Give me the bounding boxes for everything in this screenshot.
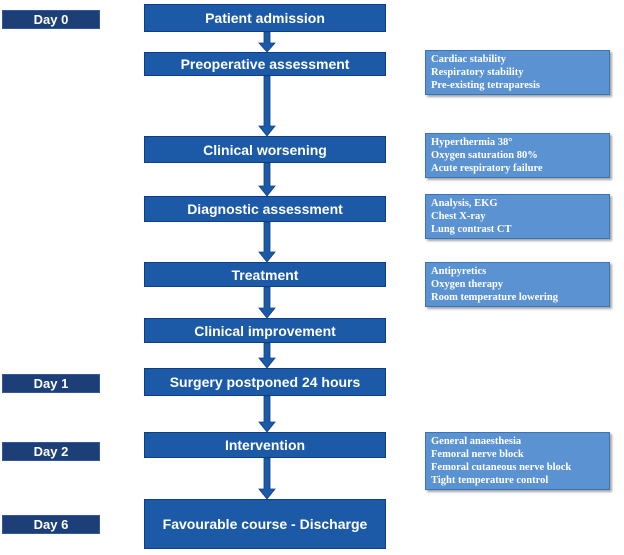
note-line: Oxygen saturation 80% xyxy=(431,150,538,161)
note-line: Oxygen therapy xyxy=(431,279,504,290)
note-line: Acute respiratory failure xyxy=(431,163,543,174)
note-treatment: Antipyretics Oxygen therapy Room tempera… xyxy=(425,262,610,307)
note-intervention: General anaesthesia Femoral nerve block … xyxy=(425,432,610,490)
note-line: Analysis, EKG xyxy=(431,198,498,209)
down-arrow-icon xyxy=(258,458,276,499)
note-diagnostic: Analysis, EKG Chest X-ray Lung contrast … xyxy=(425,194,610,239)
day-label-6: Day 6 xyxy=(2,515,100,534)
down-arrow-icon xyxy=(258,222,276,262)
note-line: Room temperature lowering xyxy=(431,292,558,303)
note-preoperative: Cardiac stability Respiratory stability … xyxy=(425,50,610,95)
down-arrow-icon xyxy=(258,76,276,136)
note-line: Chest X-ray xyxy=(431,211,486,222)
day-label-2: Day 2 xyxy=(2,442,100,461)
note-line: Hyperthermia 38° xyxy=(431,137,513,148)
step-patient-admission: Patient admission xyxy=(144,4,386,32)
step-clinical-worsening: Clinical worsening xyxy=(144,136,386,163)
down-arrow-icon xyxy=(258,32,276,52)
note-line: General anaesthesia xyxy=(431,436,522,447)
down-arrow-icon xyxy=(258,396,276,432)
step-preoperative-assessment: Preoperative assessment xyxy=(144,52,386,76)
note-line: Femoral cutaneous nerve block xyxy=(431,462,572,473)
step-treatment: Treatment xyxy=(144,262,386,287)
note-line: Pre-existing tetraparesis xyxy=(431,80,540,91)
note-line: Respiratory stability xyxy=(431,67,524,78)
down-arrow-icon xyxy=(258,163,276,196)
step-clinical-improvement: Clinical improvement xyxy=(144,318,386,343)
step-surgery-postponed: Surgery postponed 24 hours xyxy=(144,368,386,396)
step-diagnostic-assessment: Diagnostic assessment xyxy=(144,196,386,222)
note-line: Cardiac stability xyxy=(431,54,506,65)
step-favourable-course-discharge: Favourable course - Discharge xyxy=(144,499,386,549)
day-label-0: Day 0 xyxy=(2,10,100,29)
note-line: Tight temperature control xyxy=(431,475,549,486)
down-arrow-icon xyxy=(258,343,276,368)
note-line: Femoral nerve block xyxy=(431,449,524,460)
step-intervention: Intervention xyxy=(144,432,386,458)
note-line: Antipyretics xyxy=(431,266,487,277)
note-line: Lung contrast CT xyxy=(431,224,512,235)
down-arrow-icon xyxy=(258,287,276,318)
day-label-1: Day 1 xyxy=(2,374,100,393)
note-clinical-worsening: Hyperthermia 38° Oxygen saturation 80% A… xyxy=(425,133,610,178)
